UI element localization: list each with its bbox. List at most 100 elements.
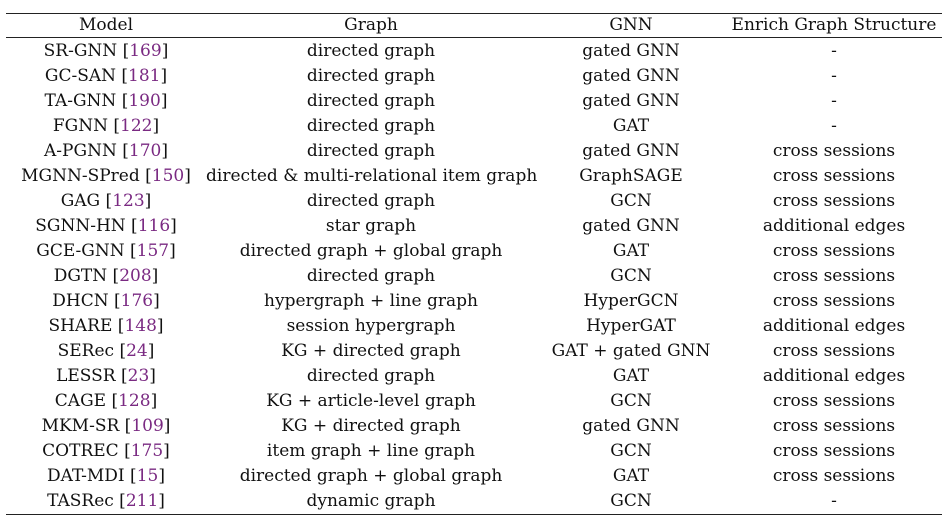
cell-model: DAT-MDI [15]: [6, 464, 206, 489]
citation-link[interactable]: 181: [128, 66, 161, 86]
citation-link[interactable]: 157: [136, 241, 170, 261]
cell-graph: hypergraph + line graph: [264, 291, 478, 311]
header-row: Model Graph GNN Enrich Graph Structure: [6, 13, 942, 38]
citation-link[interactable]: 123: [112, 191, 145, 211]
cell-enrich-graph-structure: additional edges: [762, 216, 906, 236]
cell-enrich-graph-structure: -: [831, 91, 837, 111]
cell-gnn: GAT: [612, 241, 650, 261]
model-name: TA-GNN: [44, 91, 117, 111]
table-header: Model Graph GNN Enrich Graph Structure: [6, 13, 942, 38]
cell-enrich-graph-structure: cross sessions: [772, 391, 896, 411]
citation-link[interactable]: 109: [131, 416, 164, 436]
cell-gnn: gated GNN: [582, 91, 680, 111]
close-bracket: ]: [163, 416, 171, 436]
citation-link[interactable]: 128: [118, 391, 151, 411]
citation-link[interactable]: 176: [120, 291, 154, 311]
header-gnn: GNN: [536, 13, 726, 38]
table-row: DAT-MDI [15] directed graph + global grap…: [6, 464, 942, 489]
close-bracket: ]: [161, 141, 168, 161]
cell-graph: directed graph + global graph: [239, 241, 503, 261]
open-bracket: [: [115, 366, 128, 386]
close-bracket: ]: [151, 266, 159, 286]
cell-model: GAG [123]: [6, 189, 206, 214]
citation-link[interactable]: 211: [125, 491, 159, 511]
cell-graph: directed graph + global graph: [239, 466, 503, 486]
cell-graph: directed graph: [306, 366, 436, 386]
open-bracket: [: [108, 116, 121, 136]
cell-enrich-graph-structure: cross sessions: [772, 166, 896, 186]
cell-graph: directed graph: [306, 116, 436, 136]
citation-link[interactable]: 190: [128, 91, 161, 111]
close-bracket: ]: [147, 341, 155, 361]
header-graph: Graph: [206, 13, 536, 38]
citation-link[interactable]: 15: [136, 466, 159, 486]
cell-model: LESSR [23]: [6, 364, 206, 389]
citation-link[interactable]: 175: [130, 441, 164, 461]
cell-gnn: gated GNN: [582, 41, 680, 61]
open-bracket: [: [125, 216, 138, 236]
close-bracket: ]: [156, 316, 164, 336]
citation-link[interactable]: 170: [128, 141, 162, 161]
open-bracket: [: [106, 391, 119, 411]
cell-graph: session hypergraph: [286, 316, 456, 336]
cell-graph: KG + directed graph: [281, 416, 461, 436]
cell-graph: directed graph: [306, 41, 436, 61]
comparison-table-container: Model Graph GNN Enrich Graph Structure S…: [6, 13, 942, 515]
cell-model: GC-SAN [181]: [6, 64, 206, 89]
cell-graph: directed graph: [306, 266, 436, 286]
citation-link[interactable]: 148: [124, 316, 157, 336]
open-bracket: [: [113, 491, 126, 511]
citation-link[interactable]: 116: [137, 216, 171, 236]
citation-link[interactable]: 122: [120, 116, 153, 136]
cell-enrich-graph-structure: cross sessions: [772, 191, 896, 211]
table-row: TA-GNN [190] directed graph gated GNN -: [6, 89, 942, 114]
cell-gnn: GAT + gated GNN: [551, 341, 711, 361]
cell-model: TA-GNN [190]: [6, 89, 206, 114]
open-bracket: [: [119, 416, 132, 436]
cell-model: MKM-SR [109]: [6, 414, 206, 439]
citation-link[interactable]: 24: [126, 341, 148, 361]
cell-model: TASRec [211]: [6, 489, 206, 515]
open-bracket: [: [107, 266, 120, 286]
cell-graph: directed graph: [306, 91, 436, 111]
open-bracket: [: [100, 191, 113, 211]
cell-model: CAGE [128]: [6, 389, 206, 414]
cell-model: SHARE [148]: [6, 314, 206, 339]
close-bracket: ]: [184, 166, 191, 186]
citation-link[interactable]: 150: [151, 166, 185, 186]
cell-model: SR-GNN [169]: [6, 38, 206, 65]
cell-enrich-graph-structure: cross sessions: [772, 266, 896, 286]
citation-link[interactable]: 208: [119, 266, 152, 286]
cell-model: SGNN-HN [116]: [6, 214, 206, 239]
model-name: COTREC: [42, 441, 119, 461]
cell-enrich-graph-structure: -: [726, 489, 942, 515]
model-name: SGNN-HN: [35, 216, 126, 236]
model-name: MKM-SR: [41, 416, 120, 436]
cell-model: A-PGNN [170]: [6, 139, 206, 164]
model-name: FGNN: [52, 116, 108, 136]
cell-gnn: gated GNN: [582, 216, 680, 236]
header-enrich-graph-structure: Enrich Graph Structure: [726, 13, 942, 38]
cell-enrich-graph-structure: cross sessions: [772, 291, 896, 311]
citation-link[interactable]: 23: [127, 366, 150, 386]
cell-enrich-graph-structure: cross sessions: [772, 466, 896, 486]
cell-model: DHCN [176]: [6, 289, 206, 314]
model-name: MGNN-SPred: [21, 166, 140, 186]
open-bracket: [: [108, 291, 121, 311]
model-name: GC-SAN: [44, 66, 116, 86]
cell-gnn: gated GNN: [582, 141, 680, 161]
citation-link[interactable]: 169: [129, 41, 162, 61]
open-bracket: [: [124, 466, 137, 486]
model-name: TASRec: [47, 491, 114, 511]
cell-gnn: gated GNN: [582, 416, 680, 436]
table-row: GCE-GNN [157]directed graph + global gra…: [6, 239, 942, 264]
cell-graph: KG + directed graph: [281, 341, 461, 361]
open-bracket: [: [117, 41, 130, 61]
model-name: GCE-GNN: [36, 241, 125, 261]
